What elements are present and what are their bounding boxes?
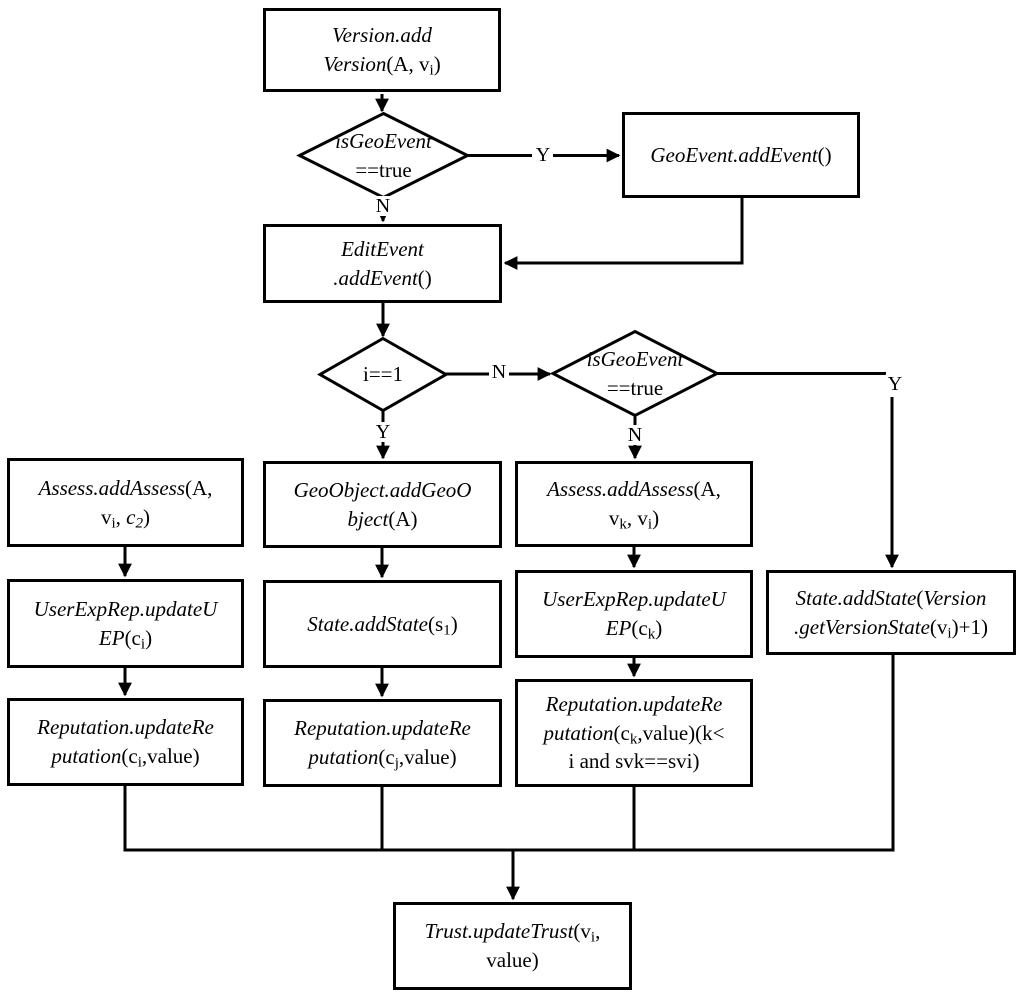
node-reputation-update-ci: Reputation.updateRe putation(ci,value) [7, 698, 244, 786]
node-text-line: Reputation.updateRe [37, 715, 214, 740]
node-geo-object-add-geoobject: GeoObject.addGeoO bject(A) [263, 461, 502, 548]
diamond-shape-i-equals-1-check [316, 336, 450, 413]
node-text-line: Assess.addAssess(A, [38, 475, 213, 500]
node-text-line: Reputation.updateRe [545, 691, 723, 716]
edge-label-n-2: N [489, 361, 509, 383]
node-geo-event-add-event: GeoEvent.addEvent() [622, 112, 860, 198]
diamond-shapes-group [296, 111, 721, 418]
node-user-exp-rep-update-ck: UserExpRep.updateU EP(ck) [515, 570, 753, 658]
node-text-line: EditEvent [341, 236, 424, 261]
edge-label-y-5: Y [885, 373, 905, 395]
node-assess-add-assess-c2: Assess.addAssess(A, vi, c2) [7, 458, 244, 547]
node-text-line: i==1 [362, 362, 404, 387]
node-text-line: EP(ck) [605, 616, 663, 643]
node-text-line: Version.add [332, 23, 432, 48]
node-text-line: isGeoEvent [335, 128, 432, 153]
node-text-line: putation(cj,value) [308, 745, 457, 772]
node-text-line: putation(ck,value)(k< [543, 720, 725, 747]
node-reputation-update-ck: Reputation.updateRe putation(ck,value)(k<… [515, 679, 753, 787]
diamond-shape-is-geo-event-check-2 [549, 329, 721, 418]
node-text-line: Assess.addAssess(A, [547, 477, 721, 502]
node-text-line: ==true [606, 375, 664, 400]
node-text-line: vk, vi) [608, 506, 660, 533]
node-text-line: UserExpRep.updateU [33, 596, 218, 621]
node-i-equals-1-check: i==1 [320, 339, 446, 411]
node-text-line: isGeoEvent [586, 346, 684, 371]
node-text-line: State.addState(Version [795, 585, 987, 610]
node-text-line: ==true [355, 157, 412, 182]
node-trust-update-trust: Trust.updateTrust(vi,value) [393, 902, 632, 990]
flow-edge-20 [123, 655, 895, 852]
node-text-line: EP(ci) [98, 625, 153, 652]
node-text-line: .addEvent() [333, 265, 432, 290]
node-text-line: State.addState(s1) [307, 611, 458, 638]
node-text-line: i and svk==svi) [568, 749, 700, 774]
node-text-line: .getVersionState(vi)+1) [794, 614, 988, 641]
node-is-geo-event-check-1: isGeoEvent ==true [300, 114, 468, 198]
node-text-line: GeoEvent.addEvent() [650, 142, 832, 167]
edge-label-y-0: Y [533, 144, 553, 166]
node-assess-add-assess-vk: Assess.addAssess(A, vk, vi) [515, 461, 753, 547]
edge-label-y-3: Y [373, 421, 393, 443]
node-reputation-update-cj: Reputation.updateRe putation(cj,value) [263, 699, 502, 787]
node-state-add-state-version: State.addState(Version .getVersionState(v… [766, 570, 1016, 655]
edge-label-n-4: N [625, 424, 645, 446]
node-text-line: Reputation.updateRe [294, 716, 471, 741]
node-state-add-state-s1: State.addState(s1) [263, 580, 502, 668]
node-text-line: GeoObject.addGeoO [293, 477, 472, 502]
edge-lines-group [118, 94, 899, 901]
edge-label-n-1: N [373, 195, 393, 217]
node-text-line: vi, c2) [100, 504, 151, 531]
node-text-line: bject(A) [347, 506, 418, 531]
node-edit-event-add-event: EditEvent .addEvent() [263, 224, 502, 303]
node-text-line: Trust.updateTrust(vi, [424, 919, 601, 946]
node-text-line: value) [486, 948, 539, 972]
node-text-line: putation(ci,value) [51, 744, 200, 771]
node-text-line: UserExpRep.updateU [542, 587, 726, 612]
node-text-line: Version(A, vi) [323, 52, 441, 79]
node-user-exp-rep-update-ci: UserExpRep.updateU EP(ci) [7, 579, 244, 668]
node-is-geo-event-check-2: isGeoEvent ==true [553, 332, 717, 416]
flow-edge-4 [503, 198, 744, 270]
